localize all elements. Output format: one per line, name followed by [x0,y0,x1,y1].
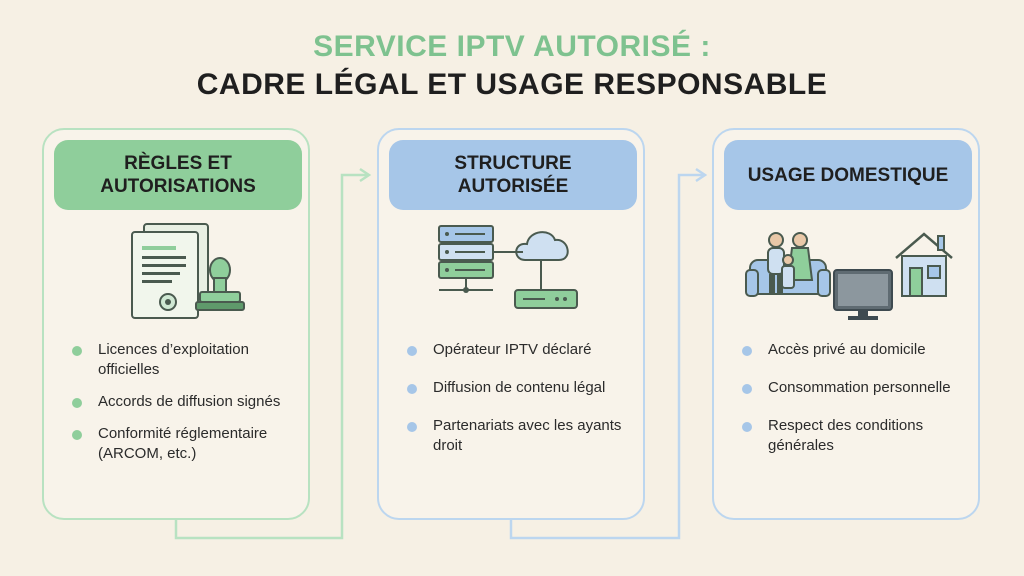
bullet-icon [742,346,752,356]
bullet-icon [72,430,82,440]
server-cloud-router-icon [438,225,578,309]
card-heading: RÈGLES ET AUTORISATIONS [54,140,302,210]
bullet-icon [407,384,417,394]
structure-list: Opérateur IPTV déclaré Diffusion de cont… [401,340,637,474]
list-item: Accords de diffusion signés [66,392,302,412]
bullet-icon [72,346,82,356]
bullet-icon [72,398,82,408]
bullet-icon [407,422,417,432]
list-item: Conformité réglementaire (ARCOM, etc.) [66,424,302,464]
bullet-icon [742,422,752,432]
list-item: Respect des conditions générales [736,416,972,456]
card-heading: USAGE DOMESTIQUE [724,140,972,210]
arrow-right-icon [359,167,372,183]
bullet-icon [407,346,417,356]
page-title-line2: CADRE LÉGAL ET USAGE RESPONSABLE [196,68,828,101]
arrow-right-icon [695,167,708,183]
usage-list: Accès privé au domicile Consommation per… [736,340,972,474]
rules-list: Licences d’exploitation officielles Acco… [66,340,302,476]
page-title-line1: SERVICE IPTV AUTORISÉ : [313,30,711,63]
list-item: Diffusion de contenu légal [401,378,637,398]
bullet-icon [742,384,752,394]
list-item: Partenariats avec les ayants droit [401,416,637,456]
card-structure: STRUCTURE AUTORISÉE Opérateur IPTV décla… [377,128,645,520]
card-heading: STRUCTURE AUTORISÉE [389,140,637,210]
card-usage: USAGE DOMESTIQUE Accès privé au domicile… [712,128,980,520]
document-stamp-icon [131,223,245,319]
card-rules: RÈGLES ET AUTORISATIONS Licences d’explo… [42,128,310,520]
list-item: Licences d’exploitation officielles [66,340,302,380]
family-tv-house-icon [745,232,953,320]
list-item: Consommation personnelle [736,378,972,398]
list-item: Accès privé au domicile [736,340,972,360]
list-item: Opérateur IPTV déclaré [401,340,637,360]
